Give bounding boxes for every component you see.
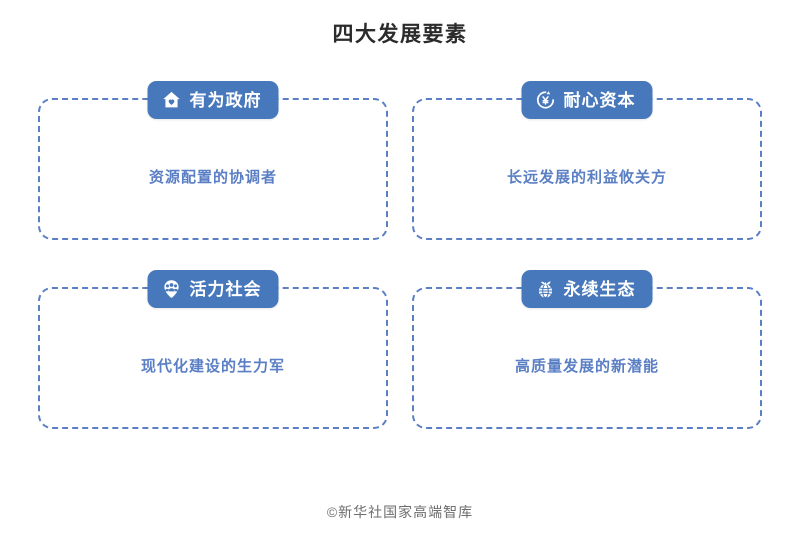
globe-leaf-icon <box>535 278 557 300</box>
people-pin-icon <box>161 278 183 300</box>
factor-card-1[interactable]: 有为政府 资源配置的协调者 <box>38 81 388 240</box>
factor-card-3[interactable]: 活力社会 现代化建设的生力军 <box>38 270 388 429</box>
factor-title-4: 永续生态 <box>563 279 636 299</box>
factor-body-1: 资源配置的协调者 <box>148 168 277 186</box>
factor-body-4: 高质量发展的新潜能 <box>514 357 659 375</box>
copyright-footer: ©新华社国家高端智库 <box>326 504 474 520</box>
factor-body-3: 现代化建设的生力军 <box>140 357 285 375</box>
factor-title-1: 有为政府 <box>189 90 262 110</box>
factor-body-2: 长远发展的利益攸关方 <box>506 168 667 186</box>
factors-grid: 有为政府 资源配置的协调者 耐心资本 长远发展的利益攸关方 <box>0 81 800 429</box>
house-heart-icon <box>161 89 183 111</box>
factor-badge-1[interactable]: 有为政府 <box>147 81 279 119</box>
yuan-refresh-icon <box>535 89 557 111</box>
factor-title-2: 耐心资本 <box>563 90 636 110</box>
factor-badge-2[interactable]: 耐心资本 <box>521 81 653 119</box>
factor-card-2[interactable]: 耐心资本 长远发展的利益攸关方 <box>412 81 762 240</box>
factor-badge-3[interactable]: 活力社会 <box>147 270 279 308</box>
factor-badge-4[interactable]: 永续生态 <box>521 270 653 308</box>
factor-card-4[interactable]: 永续生态 高质量发展的新潜能 <box>412 270 762 429</box>
factor-title-3: 活力社会 <box>189 279 262 299</box>
page-title: 四大发展要素 <box>332 23 468 46</box>
